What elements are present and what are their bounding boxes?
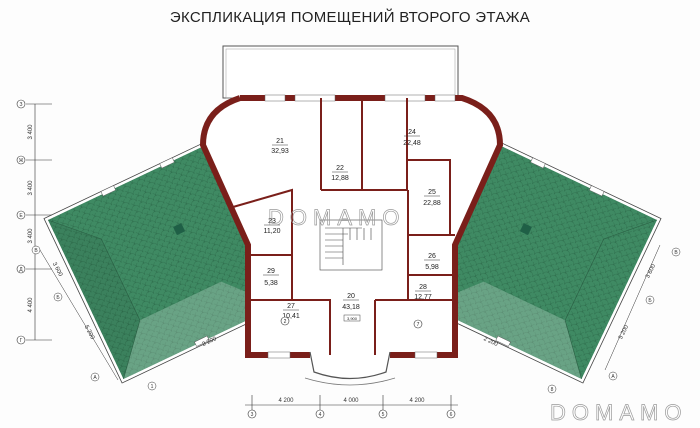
axis-label: 6 [450,412,453,418]
axis-label: В [674,250,678,256]
room-29: 295,38 [263,268,279,287]
svg-text:11,20: 11,20 [264,228,281,235]
room-27: 27 10,41 [282,303,300,320]
section-mark-7: 7 [417,322,420,328]
room-24: 24 22,48 [403,129,421,147]
right-wing-roof [421,141,662,384]
svg-text:22,48: 22,48 [403,140,421,147]
axis-label: 3 [251,412,254,418]
svg-text:21: 21 [276,138,284,145]
svg-text:12,77: 12,77 [414,294,432,301]
axis-label: Е [19,213,23,219]
svg-text:28: 28 [419,284,427,291]
svg-text:43,18: 43,18 [342,304,360,311]
left-wing-roof [43,141,284,384]
left-axis-dimensions [16,99,52,345]
axis-label: 1 [151,384,154,390]
svg-text:32,93: 32,93 [271,148,289,155]
right-wing-dimensions [547,244,681,394]
axis-label: Б [648,298,652,304]
staircase [319,219,383,271]
svg-text:23: 23 [268,218,276,225]
svg-text:24: 24 [408,129,416,136]
axis-label: Б [56,295,60,301]
dimension: 4 200 [278,398,294,404]
axis-label: 5 [382,412,385,418]
dimension: 3 400 [28,228,34,244]
left-wing-dimensions [31,245,157,391]
svg-text:20: 20 [347,293,355,300]
svg-text:25: 25 [428,189,436,196]
axis-label: 4 [319,412,322,418]
room-25: 25 22,88 [423,189,441,207]
watermark: DOMAMO [268,205,405,230]
dimension: 4 200 [409,398,425,404]
room-22: 22 12,88 [331,165,349,182]
axis-label: Ж [19,158,24,164]
room-23: 23 11,20 [264,218,281,235]
svg-text:5,98: 5,98 [425,264,439,271]
axis-label: А [93,375,97,381]
svg-text:12,88: 12,88 [331,175,349,182]
axis-label: В [34,248,38,254]
balcony [222,45,459,99]
axis-label: А [611,374,615,380]
dimension: 4 000 [343,398,359,404]
watermark-corner: DOMAMO [550,400,687,425]
axis-label: Г [20,338,23,344]
room-28: 28 12,77 [414,284,432,301]
svg-text:27: 27 [287,303,295,310]
elevation-mark: 3,900 [347,316,358,321]
axis-label: З [19,102,22,108]
room-20: 20 43,18 [342,293,360,311]
dimension: 3 400 [28,124,34,140]
dimension: 5 200 [618,324,630,341]
svg-text:22,88: 22,88 [423,200,441,207]
dimension: 3 600 [645,263,657,280]
axis-label: 8 [551,387,554,393]
page-title: ЭКСПЛИКАЦИЯ ПОМЕЩЕНИЙ ВТОРОГО ЭТАЖА [170,8,530,26]
room-21: 21 32,93 [271,138,289,155]
svg-text:10,41: 10,41 [282,313,300,320]
svg-text:22: 22 [336,165,344,172]
svg-text:29: 29 [267,268,275,275]
bottom-axis-dimensions [245,395,458,419]
dimension: 3 600 [51,261,64,278]
section-mark-2: 2 [284,319,287,325]
svg-text:26: 26 [428,253,436,260]
room-26: 265,98 [424,253,440,271]
svg-text:5,38: 5,38 [264,280,278,287]
axis-label: Д [19,267,23,273]
dimension: 3 400 [28,180,34,196]
dimension: 4 400 [28,297,34,313]
